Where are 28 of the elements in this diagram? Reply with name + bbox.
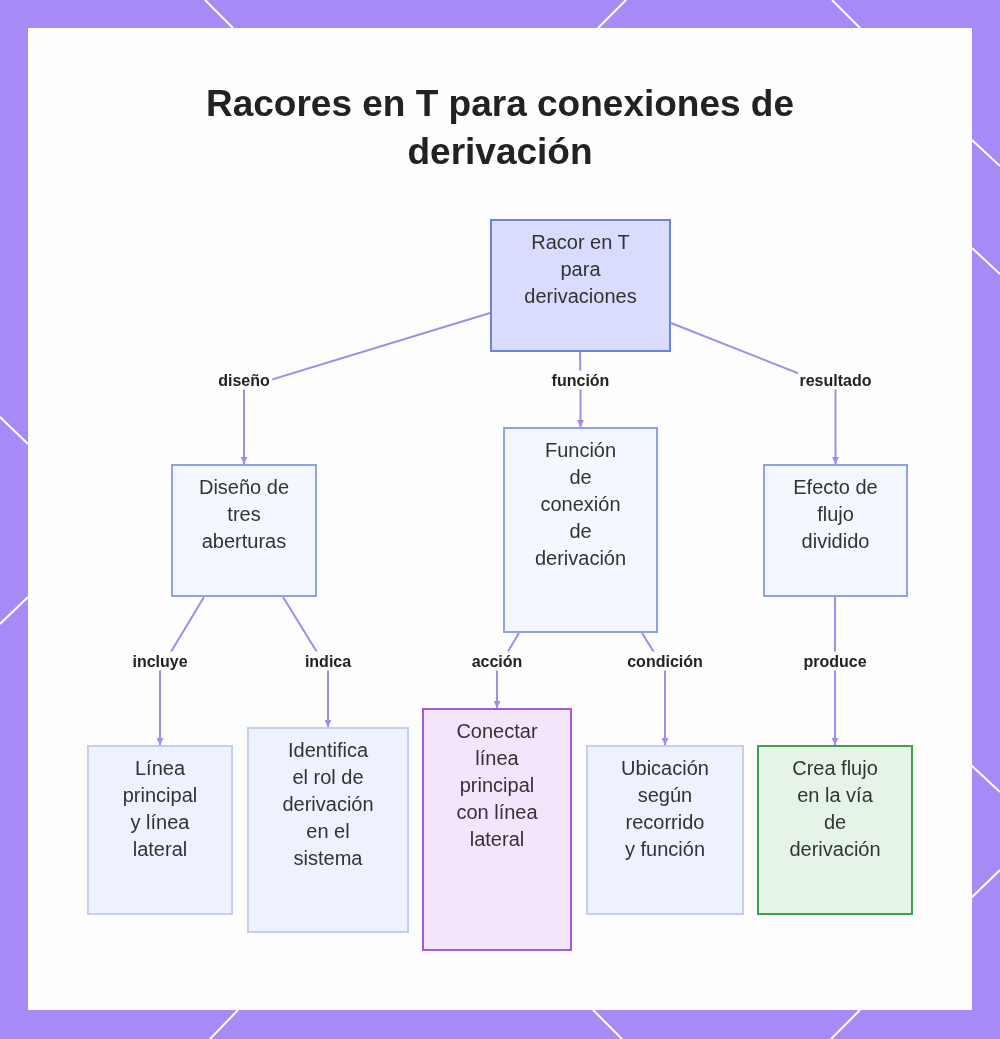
- edge-label: función: [549, 370, 612, 390]
- concept-box: [171, 464, 317, 597]
- edge-label: incluye: [130, 651, 190, 671]
- concept-box: [422, 708, 572, 951]
- edge-label: produce: [801, 651, 869, 671]
- diagram-title: Racores en T para conexiones de derivación: [204, 82, 796, 174]
- node-text: Ubicación según recorrido y función: [620, 756, 710, 862]
- node-text: Diseño de tres aberturas: [197, 475, 291, 554]
- arrow: [240, 312, 491, 465]
- concept-box: [757, 745, 913, 915]
- node-text: Crea flujo en la vía de derivación: [788, 756, 882, 862]
- arrow: [831, 596, 839, 746]
- node-text: Conectar línea principal con línea lateral: [455, 719, 539, 852]
- concept-box: [503, 427, 658, 633]
- node-text: Efecto de flujo dividido: [792, 475, 879, 554]
- node-text: Identifica el rol de derivación en el sistema: [281, 738, 375, 871]
- edge-label: condición: [625, 651, 705, 671]
- concept-box: [247, 727, 409, 933]
- edge-label: acción: [469, 651, 525, 671]
- node-text: Racor en T para derivaciones: [523, 230, 638, 309]
- arrow: [156, 596, 205, 746]
- edge-label: resultado: [797, 370, 874, 390]
- concept-box: [87, 745, 233, 915]
- concept-box: [763, 464, 908, 597]
- concept-box: [586, 745, 744, 915]
- node-text: Línea principal y línea lateral: [121, 756, 199, 862]
- node-text: Función de conexión de derivación: [534, 438, 627, 571]
- concept-box: [490, 219, 671, 352]
